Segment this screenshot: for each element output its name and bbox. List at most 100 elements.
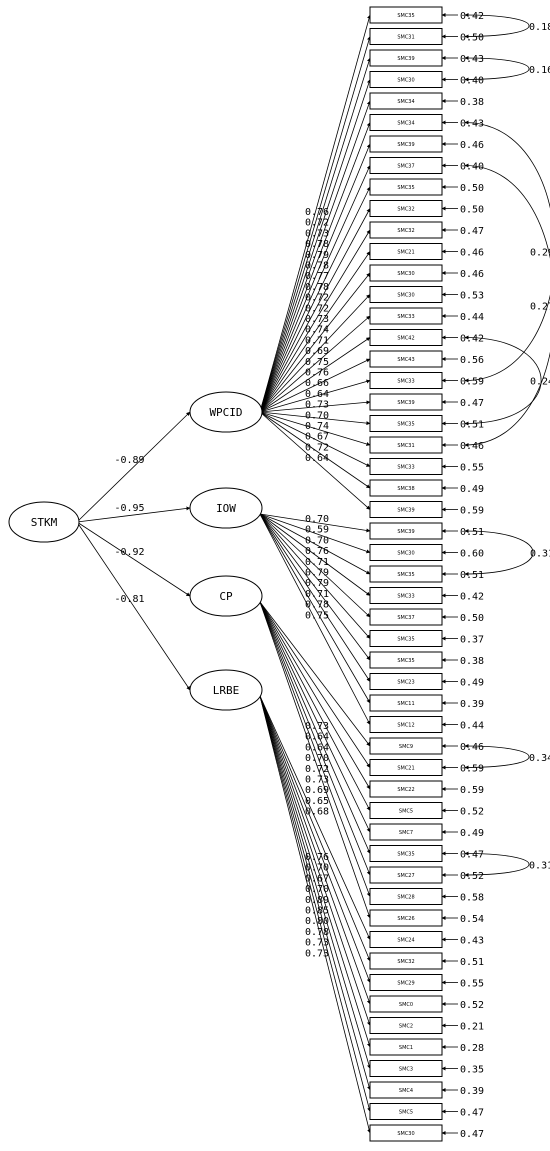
error-variance: 0.46 [460,248,484,259]
indicator-label: SMC24 [397,938,414,944]
error-variance: 0.50 [460,613,484,624]
factor-loading-path [259,513,371,554]
indicator-loading: 0.69 [305,346,329,357]
indicator-loading: 0.76 [305,368,329,379]
indicator-label: SMC33 [397,379,414,385]
error-variance: 0.47 [460,850,484,861]
error-variance: 0.43 [460,54,484,65]
indicator-loading: 0.65 [305,796,329,807]
indicator-label: SMC31 [397,443,414,449]
error-variance: 0.50 [460,33,484,44]
latent-factor-label: LRBE [213,684,240,697]
indicator-loading: 0.70 [305,410,329,421]
indicator-box [369,243,443,260]
indicator-box [369,114,443,131]
error-variance: 0.49 [460,678,484,689]
indicator-box [369,673,443,690]
indicator-label: SMC39 [397,56,414,62]
factor-loading-path [259,79,371,413]
error-variance: 0.47 [460,1129,484,1140]
latent-root-label: STKM [31,516,58,529]
indicator-loading: 0.76 [305,546,329,557]
indicator-loading: 0.72 [305,764,329,775]
error-variance: 0.21 [460,1022,484,1033]
indicator-label: SMC23 [397,680,414,686]
indicator-label: SMC35 [397,422,414,428]
structural-path [76,411,191,523]
indicator-box [369,587,443,604]
error-variance: 0.58 [460,893,484,904]
indicator-box [369,608,443,626]
latent-factor-label: WPCID [209,406,242,419]
indicator-loading: 0.70 [305,514,329,525]
indicator-label: SMC32 [397,228,414,234]
structural-path [76,506,191,523]
latent-factor [189,575,263,617]
factor-loading-path [259,695,371,983]
error-covariance-arc [464,13,530,39]
indicator-loading: 0.79 [305,250,329,261]
indicator-loading: 0.68 [305,807,329,818]
error-variance: 0.54 [460,914,484,925]
indicator-label: SMC35 [397,13,414,19]
error-covariance-arc [464,529,534,576]
covariance-value: 0.16 [529,65,550,76]
structural-loading: -0.95 [114,503,144,514]
error-variance: 0.42 [460,592,484,603]
indicator-box [369,329,443,346]
factor-loading-path [259,294,371,413]
structural-loading: -0.81 [114,594,144,605]
factor-loading-path [259,695,371,940]
factor-loading-path [259,513,371,596]
indicator-loading: 0.73 [305,938,329,949]
indicator-box [369,780,443,798]
latent-factor-label: IOW [216,502,236,515]
factor-loading-path [259,186,371,413]
indicator-label: SMC5 [399,1110,413,1116]
factor-loading-path [259,513,371,682]
error-variance: 0.53 [460,291,484,302]
factor-loading-path [259,695,371,1005]
indicator-label: SMC35 [397,572,414,578]
error-variance: 0.52 [460,807,484,818]
indicator-label: SMC30 [397,293,414,299]
indicator-label: SMC42 [397,336,414,342]
indicator-box [369,651,443,669]
indicator-label: SMC2 [399,1024,413,1030]
indicator-label: SMC27 [397,873,414,879]
indicator-loading: 0.70 [305,884,329,895]
indicator-box [369,350,443,368]
error-covariance-arc [464,335,542,426]
error-variance: 0.35 [460,1065,484,1076]
indicator-loading: 0.67 [305,873,329,884]
indicator-box [369,1103,443,1120]
error-variance: 0.59 [460,506,484,517]
indicator-label: SMC35 [397,658,414,664]
indicator-label: SMC30 [397,271,414,277]
factor-loading-path [259,165,371,413]
factor-loading-path [259,379,371,413]
indicator-label: SMC31 [397,35,414,41]
factor-loading-path [259,315,371,413]
indicator-box [369,286,443,303]
indicator-box [369,1060,443,1077]
error-variance: 0.43 [460,936,484,947]
indicator-box [369,1038,443,1056]
indicator-box [369,974,443,991]
indicator-label: SMC21 [397,250,414,256]
indicator-label: SMC1 [399,1045,413,1051]
indicator-box [369,28,443,45]
error-variance: 0.52 [460,871,484,882]
error-variance: 0.46 [460,140,484,151]
indicator-label: SMC34 [397,121,414,127]
error-variance: 0.46 [460,269,484,280]
error-variance: 0.42 [460,334,484,345]
error-variance: 0.47 [460,1108,484,1119]
indicator-label: SMC33 [397,465,414,471]
indicator-label: SMC3 [399,1067,413,1073]
error-variance: 0.51 [460,527,484,538]
factor-loading-path [259,513,371,618]
indicator-loading: 0.64 [305,453,329,464]
factor-loading-path [259,14,371,413]
